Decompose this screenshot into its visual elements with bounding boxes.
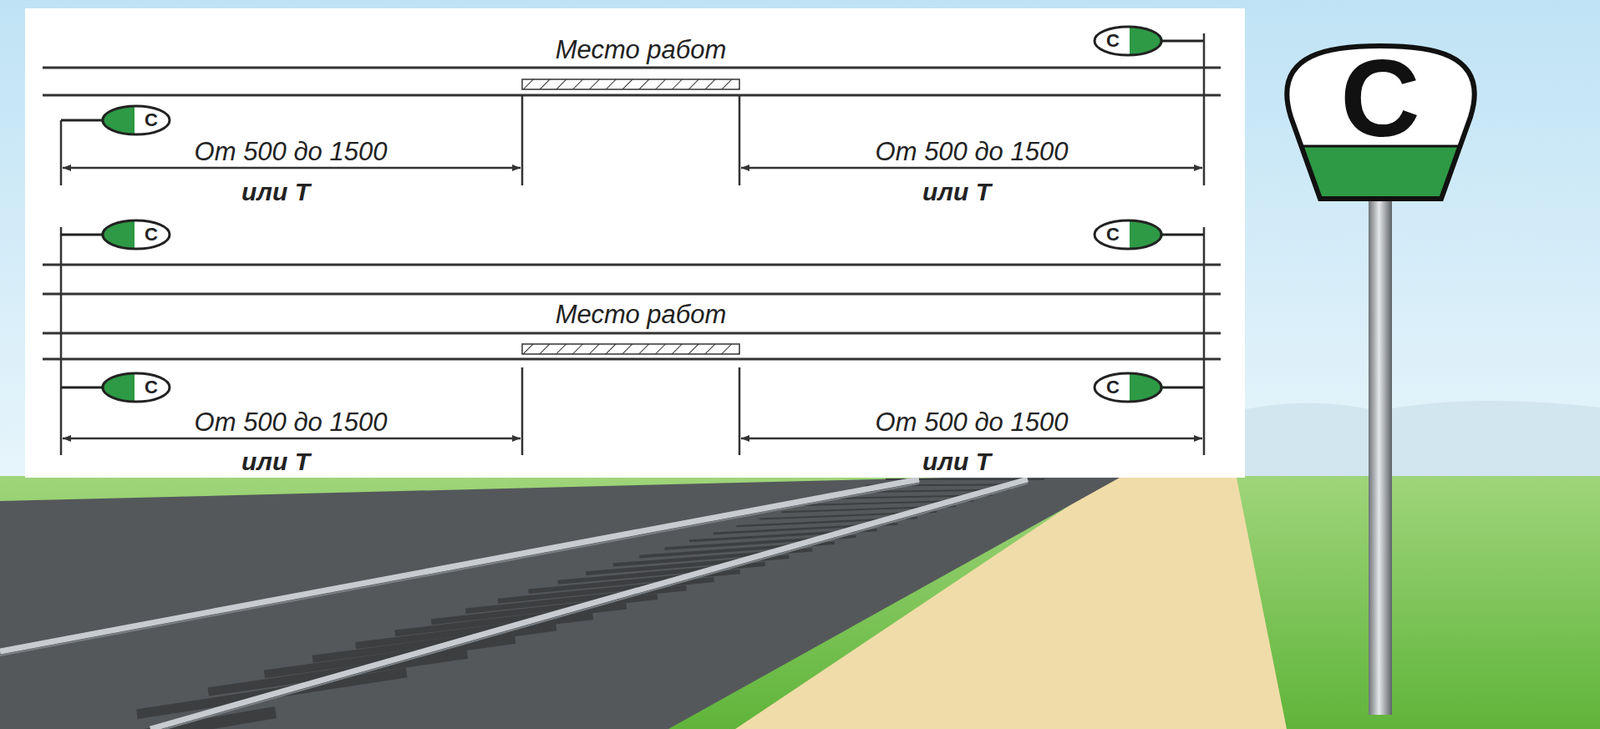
distance-label: От 500 до 1500 (194, 138, 388, 165)
distance-label: или Т (241, 449, 310, 475)
signal-letter: С (1106, 31, 1120, 51)
sign-letter: С (1340, 43, 1420, 154)
distance-label: От 500 до 1500 (194, 409, 388, 436)
signal-letter: С (144, 225, 158, 244)
work-site-label: Место работ (555, 36, 727, 63)
distance-label: или Т (922, 179, 991, 205)
work-site-label: Место работ (555, 301, 727, 328)
distance-label: От 500 до 1500 (875, 409, 1069, 436)
signal-letter: С (1106, 225, 1120, 244)
signal-letter: С (1106, 378, 1120, 397)
distance-label: или Т (922, 449, 991, 475)
distance-label: От 500 до 1500 (875, 138, 1069, 165)
distance-label: или Т (241, 179, 310, 205)
signal-letter: С (144, 378, 158, 397)
signal-letter: С (144, 111, 158, 130)
